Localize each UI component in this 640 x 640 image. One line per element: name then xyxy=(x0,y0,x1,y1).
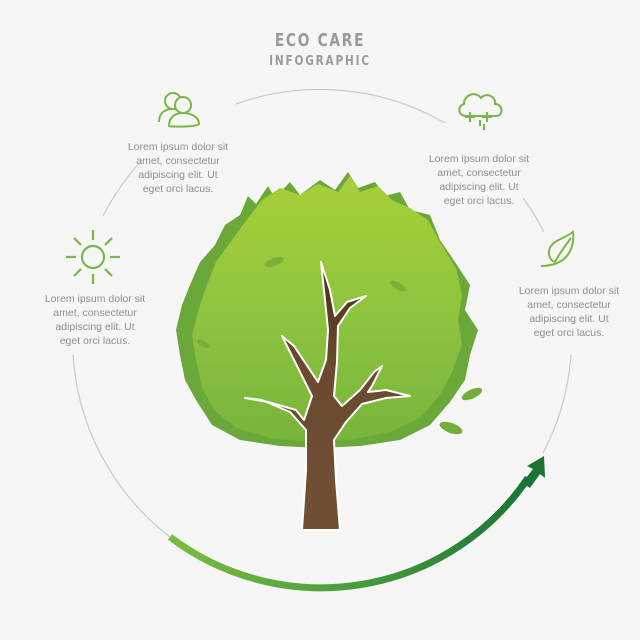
sun-icon xyxy=(64,228,122,286)
people-icon xyxy=(157,90,203,128)
text-line: Lorem ipsum dolor sit xyxy=(428,153,530,165)
leaf-icon xyxy=(537,228,581,272)
text-line: adipiscing elit. Ut xyxy=(138,169,218,181)
text-line: amet, consectetur xyxy=(437,167,521,179)
item-2-text: Lorem ipsum dolor sit amet, consectetur … xyxy=(404,152,554,208)
page-title: ECO CARE INFOGRAPHIC xyxy=(0,30,640,70)
text-line: adipiscing elit. Ut xyxy=(439,181,519,193)
title-line-2: INFOGRAPHIC xyxy=(269,54,371,69)
text-line: eget orci lacus. xyxy=(533,327,605,339)
text-line: eget orci lacus. xyxy=(142,183,214,195)
item-1-text: Lorem ipsum dolor sit amet, consectetur … xyxy=(103,140,253,196)
growth-arrow xyxy=(167,456,545,592)
text-line: Lorem ipsum dolor sit xyxy=(127,141,229,153)
text-line: adipiscing elit. Ut xyxy=(529,313,609,325)
cycle-ring xyxy=(72,88,572,538)
text-line: amet, consectetur xyxy=(136,155,220,167)
text-line: amet, consectetur xyxy=(53,307,137,319)
text-line: Lorem ipsum dolor sit xyxy=(518,285,620,297)
text-line: adipiscing elit. Ut xyxy=(55,321,135,333)
text-line: eget orci lacus. xyxy=(443,195,515,207)
item-3-text: Lorem ipsum dolor sit amet, consectetur … xyxy=(20,292,170,348)
text-line: amet, consectetur xyxy=(527,299,611,311)
title-line-1: ECO CARE xyxy=(274,30,366,51)
rain-cloud-icon xyxy=(454,88,508,136)
text-line: eget orci lacus. xyxy=(59,335,131,347)
item-4-text: Lorem ipsum dolor sit amet, consectetur … xyxy=(494,284,640,340)
tree-trunk xyxy=(244,261,411,531)
text-line: Lorem ipsum dolor sit xyxy=(44,293,146,305)
